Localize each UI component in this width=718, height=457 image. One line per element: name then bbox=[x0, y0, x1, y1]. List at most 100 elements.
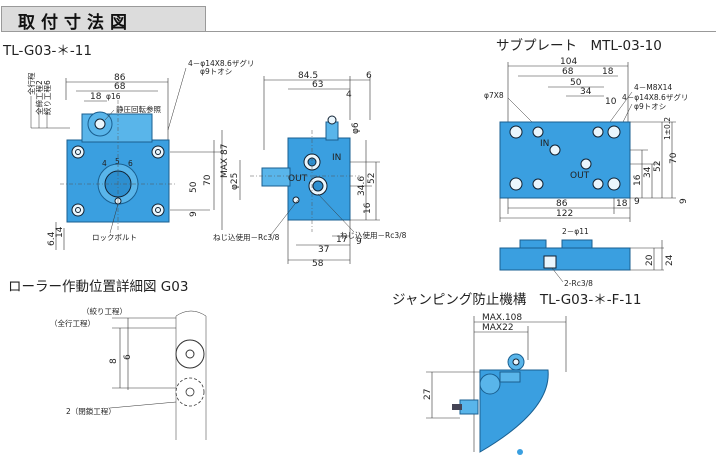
side-mount-hole bbox=[292, 196, 300, 204]
main-dim-70: 70 bbox=[203, 174, 213, 186]
plate-dim-104: 104 bbox=[560, 57, 577, 67]
side-dim-16: 16 bbox=[363, 202, 373, 214]
plate-dim-52: 52 bbox=[653, 161, 663, 172]
plate-pin-note: φ7X8 bbox=[484, 91, 504, 100]
main-roller-pin bbox=[94, 118, 106, 130]
plate-dim-18: 18 bbox=[602, 67, 614, 77]
main-bottom-dim-lines bbox=[55, 222, 65, 250]
plate-rc-leader bbox=[551, 267, 564, 283]
plate-dim-70: 70 bbox=[669, 152, 679, 164]
roller-housing bbox=[175, 310, 207, 440]
main-dim-phi16: φ16 bbox=[106, 92, 121, 101]
main-scale-4: 4 bbox=[102, 159, 107, 168]
main-bolt-center-br bbox=[155, 207, 161, 213]
stroke-label-squeeze: 絞り工程6 bbox=[42, 80, 52, 115]
main-pressure-leader bbox=[104, 109, 115, 121]
plate-hole-b3 bbox=[592, 178, 604, 190]
side-plunger-tip bbox=[327, 115, 337, 125]
roller-closed-leader bbox=[109, 401, 177, 409]
plate-hole-t2 bbox=[532, 126, 544, 138]
main-scale-6: 6 bbox=[128, 159, 133, 168]
plate-dim-16: 16 bbox=[633, 174, 643, 186]
plate-dim-50: 50 bbox=[570, 78, 582, 88]
side-thread-note-left: ねじ込使用－Rc3/8 bbox=[213, 232, 280, 242]
main-scale-5: 5 bbox=[115, 157, 120, 166]
stroke-labels: 全行程 全締工程2 絞り工程6 bbox=[26, 72, 52, 115]
main-dim-86: 86 bbox=[114, 73, 126, 83]
plate-hole-b2 bbox=[532, 178, 544, 190]
roller-axle-top bbox=[185, 349, 195, 359]
plate-side-boss-left bbox=[519, 239, 547, 249]
main-counterbore-leader bbox=[167, 67, 187, 131]
side-dim-84-5: 84.5 bbox=[298, 71, 318, 81]
plate-rc-note: 2-Rc3/8 bbox=[564, 279, 593, 288]
main-bolt-center-tl bbox=[75, 149, 81, 155]
plate-dim-9v: 9 bbox=[679, 198, 689, 204]
side-dim-17: 17 bbox=[336, 235, 347, 245]
plate-side-dim-lines bbox=[630, 240, 664, 271]
jump-indicator bbox=[517, 449, 523, 455]
jump-bracket bbox=[499, 371, 521, 383]
side-right-dim-lines bbox=[350, 140, 380, 221]
jump-view-title: ジャンピング防止機構 TL-G03-＊-F-11 bbox=[392, 292, 641, 308]
plate-bottom-dim-lines bbox=[499, 198, 631, 222]
plate-m8-note: 4－M8X14 bbox=[634, 83, 672, 92]
side-thread-note-right: ねじ込使用－Rc3/8 bbox=[340, 230, 407, 240]
main-dim-max87: MAX 87 bbox=[220, 144, 230, 178]
roller-closed-label: 2（閉鎖工程） bbox=[66, 406, 116, 416]
side-dim-58: 58 bbox=[312, 259, 324, 269]
page-title: 取付寸法図 bbox=[18, 13, 133, 33]
jump-dim-max22: MAX22 bbox=[482, 323, 514, 333]
main-dim-68: 68 bbox=[114, 82, 126, 92]
plate-hole-bl bbox=[509, 177, 523, 191]
side-out-port bbox=[312, 180, 324, 192]
jump-stopper bbox=[459, 399, 479, 415]
plate-dim-20: 20 bbox=[645, 254, 655, 266]
plate-in-label: IN bbox=[540, 139, 549, 149]
main-dim-9: 9 bbox=[189, 211, 199, 217]
title-underline bbox=[206, 31, 716, 32]
plate-hole-tl bbox=[509, 125, 523, 139]
plate-dim-1: 1±0.2 bbox=[663, 117, 672, 140]
plate-thru-note: φ9トオシ bbox=[634, 102, 666, 111]
main-lock-bolt-label: ロックボルト bbox=[92, 233, 137, 242]
main-view-title: TL-G03-＊-11 bbox=[2, 43, 92, 59]
plate-cb-note: 4－φ14X8.6ザグリ bbox=[622, 92, 688, 102]
side-dim-9: 9 bbox=[356, 237, 362, 247]
side-dim-52: 52 bbox=[367, 173, 377, 184]
side-in-label: IN bbox=[332, 153, 341, 163]
jump-dim-27: 27 bbox=[423, 389, 433, 400]
title-bar: 取付寸法図 bbox=[1, 6, 206, 33]
roller-full-label: （全行工程） bbox=[50, 318, 95, 328]
main-lock-bolt-leader bbox=[109, 203, 119, 234]
roller-dim-8: 8 bbox=[109, 358, 119, 364]
side-dim-phi25: φ25 bbox=[230, 173, 240, 190]
main-dim-18: 18 bbox=[90, 92, 102, 102]
side-dim-phi6: φ6 bbox=[351, 122, 361, 134]
plate-hole-t3 bbox=[592, 126, 604, 138]
side-centerlines bbox=[250, 130, 360, 232]
roller-axle-bottom bbox=[185, 387, 195, 397]
plate-dim-34: 34 bbox=[580, 87, 592, 97]
jump-roller-pin bbox=[512, 358, 520, 366]
plate-hole-br bbox=[607, 177, 621, 191]
main-counterbore-note: 4－φ14X8.6ザグリ bbox=[188, 58, 254, 68]
main-right-dim-lines bbox=[170, 130, 223, 230]
stroke-label-close: 全締工程2 bbox=[34, 80, 44, 115]
plate-dim-86: 86 bbox=[556, 199, 568, 209]
main-centerlines bbox=[60, 100, 176, 232]
plate-dim-18b: 18 bbox=[616, 199, 628, 209]
plate-view-title: サブプレート MTL-03-10 bbox=[496, 37, 662, 54]
main-dim-6-4: 6.4 bbox=[47, 231, 57, 246]
side-top-dim-lines bbox=[263, 76, 371, 150]
plate-dim-9: 9 bbox=[634, 197, 640, 207]
plate-phi11-note: 2－φ11 bbox=[562, 227, 589, 236]
jump-dim-lines bbox=[473, 316, 567, 452]
plate-dim-10: 10 bbox=[605, 97, 617, 107]
side-dim-4: 4 bbox=[346, 90, 352, 100]
main-bolt-center-bl bbox=[75, 207, 81, 213]
roller-view-title: ローラー作動位置詳細図 G03 bbox=[8, 279, 188, 295]
main-dim-14: 14 bbox=[55, 226, 65, 238]
main-through-note: φ9トオシ bbox=[200, 67, 232, 76]
